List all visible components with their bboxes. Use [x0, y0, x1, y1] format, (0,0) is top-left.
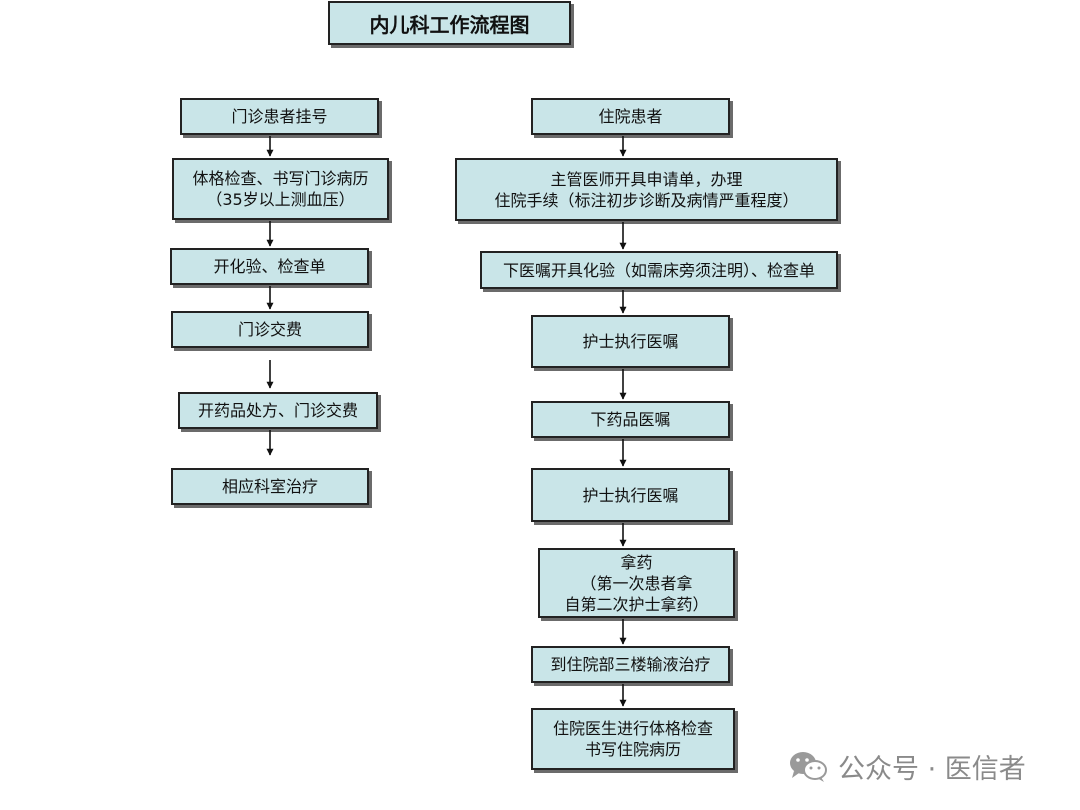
step-text: 门诊患者挂号	[231, 107, 328, 126]
step-order-tests: 开化验、检查单	[170, 248, 369, 285]
wechat-icon	[790, 752, 827, 782]
step-medication-orders: 下药品医嘱	[531, 401, 730, 438]
diagram-title: 内儿科工作流程图	[328, 1, 571, 45]
step-text: 门诊交费	[237, 320, 302, 339]
watermark-text: 公众号 · 医信者	[838, 753, 1026, 785]
step-text: 相应科室治疗	[221, 477, 318, 496]
watermark: 公众号 · 医信者	[788, 748, 1026, 785]
step-text: 下医嘱开具化验（如需床旁须注明）、检查单	[502, 260, 815, 280]
step-infusion-treatment: 到住院部三楼输液治疗	[531, 646, 730, 683]
step-text: 体格检查、书写门诊病历	[192, 169, 369, 188]
step-text: 主管医师开具申请单，办理	[550, 169, 743, 189]
step-nurse-execute-orders-1: 护士执行医嘱	[531, 315, 730, 368]
step-text: 护士执行医嘱	[582, 485, 679, 505]
step-inpatient: 住院患者	[531, 98, 730, 135]
step-text: （第一次患者拿	[580, 573, 693, 593]
step-text: 住院手续（标注初步诊断及病情严重程度）	[494, 190, 799, 210]
step-text: 开化验、检查单	[213, 257, 326, 276]
step-inpatient-exam-record: 住院医生进行体格检查 书写住院病历	[531, 708, 735, 770]
step-text: （35岁以上测血压）	[206, 190, 355, 209]
step-text: 护士执行医嘱	[582, 332, 679, 351]
step-text: 自第二次护士拿药）	[564, 594, 709, 614]
step-prescription-payment: 开药品处方、门诊交费	[178, 392, 378, 429]
step-doctor-orders: 下医嘱开具化验（如需床旁须注明）、检查单	[480, 251, 838, 289]
step-text: 住院医生进行体格检查	[552, 719, 713, 738]
step-outpatient-payment: 门诊交费	[171, 311, 369, 348]
step-text: 开药品处方、门诊交费	[197, 401, 358, 420]
step-text: 书写住院病历	[584, 740, 681, 759]
step-text: 下药品医嘱	[590, 410, 671, 429]
step-nurse-execute-orders-2: 护士执行医嘱	[531, 468, 730, 522]
step-text: 到住院部三楼输液治疗	[550, 655, 711, 674]
step-department-treatment: 相应科室治疗	[171, 468, 369, 505]
step-pick-up-medicine: 拿药 （第一次患者拿 自第二次护士拿药）	[538, 548, 735, 618]
step-physical-exam-record: 体格检查、书写门诊病历 （35岁以上测血压）	[172, 158, 389, 220]
step-text: 拿药	[620, 552, 653, 572]
step-text: 住院患者	[598, 107, 663, 126]
step-outpatient-register: 门诊患者挂号	[180, 98, 379, 135]
step-admission-application: 主管医师开具申请单，办理 住院手续（标注初步诊断及病情严重程度）	[455, 158, 838, 221]
